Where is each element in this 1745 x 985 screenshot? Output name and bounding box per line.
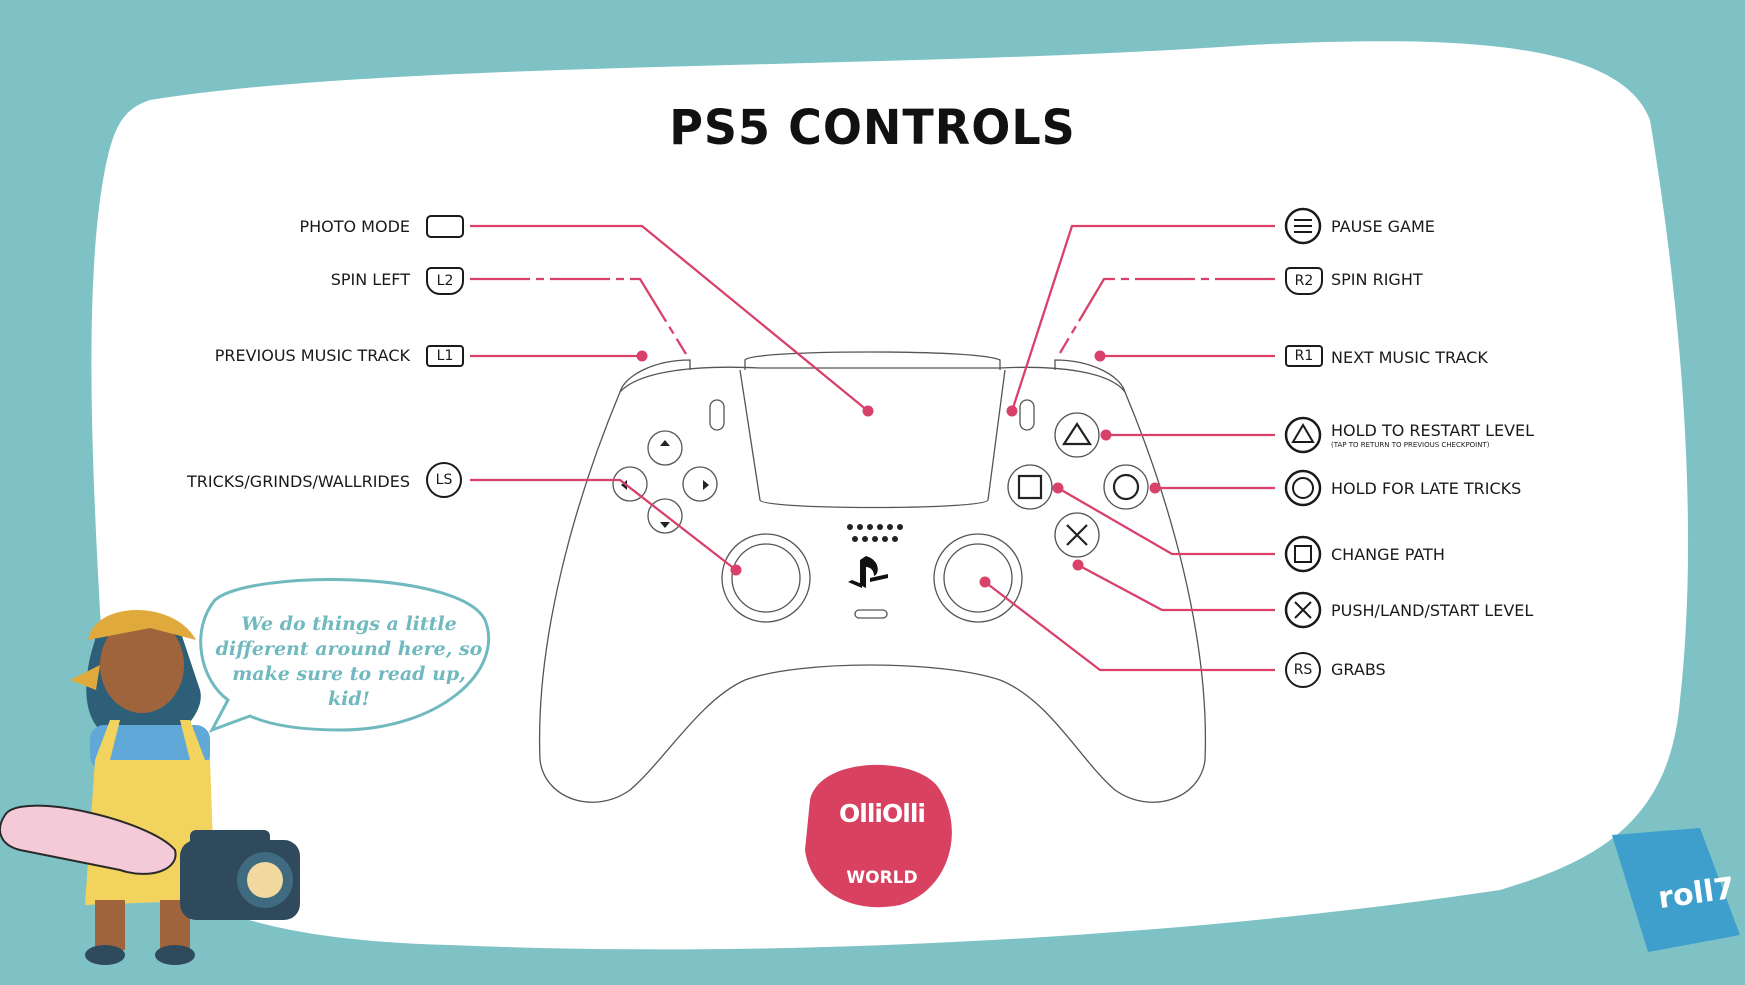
- label-next-music-track: NEXT MUSIC TRACK: [1331, 348, 1488, 367]
- game-logo-subtitle: WORLD: [846, 868, 918, 888]
- label-pause-game: PAUSE GAME: [1331, 217, 1435, 236]
- label-grabs: GRABS: [1331, 660, 1386, 679]
- label-push-land-start-level: PUSH/LAND/START LEVEL: [1331, 601, 1534, 620]
- left-stick-icon: LS: [426, 462, 462, 498]
- label-hold-to-restart-level: HOLD TO RESTART LEVEL: [1331, 421, 1535, 440]
- dpad-arrows: [621, 440, 709, 528]
- controller-face-glyphs: [1017, 421, 1140, 546]
- label-spin-right: SPIN RIGHT: [1331, 270, 1423, 289]
- label-spin-left: SPIN LEFT: [330, 270, 410, 289]
- r1-button-icon: R1: [1285, 345, 1323, 367]
- label-change-path: CHANGE PATH: [1331, 545, 1445, 564]
- label-tricks-grinds-wallrides: TRICKS/GRINDS/WALLRIDES: [186, 472, 410, 491]
- label-restart-note: (TAP TO RETURN TO PREVIOUS CHECKPOINT): [1331, 441, 1490, 449]
- speech-bubble-text: We do things a little different around h…: [215, 613, 483, 710]
- game-logo-title: OlliOlli: [839, 799, 926, 828]
- skater-character-illustration: [0, 610, 300, 965]
- right-stick-icon: RS: [1285, 652, 1321, 688]
- roll7-logo-shape: [1612, 828, 1740, 952]
- r2-button-icon: R2: [1285, 267, 1323, 295]
- l2-button-icon: L2: [426, 267, 464, 295]
- l1-button-icon: L1: [426, 345, 464, 367]
- speaker-dots: [847, 524, 903, 542]
- speech-bubble: [199, 578, 491, 733]
- game-logo-blob: [805, 764, 952, 908]
- label-photo-mode: PHOTO MODE: [299, 217, 410, 236]
- label-previous-music-track: PREVIOUS MUSIC TRACK: [214, 346, 410, 365]
- controller-illustration: [538, 351, 1207, 803]
- page-title: PS5 CONTROLS: [669, 98, 1076, 156]
- label-hold-for-late-tricks: HOLD FOR LATE TRICKS: [1331, 479, 1522, 498]
- callout-dots: [636, 350, 1161, 588]
- callout-lines: [470, 224, 1275, 672]
- ps-logo-icon: [848, 556, 888, 588]
- touchpad-button-icon: [426, 215, 464, 238]
